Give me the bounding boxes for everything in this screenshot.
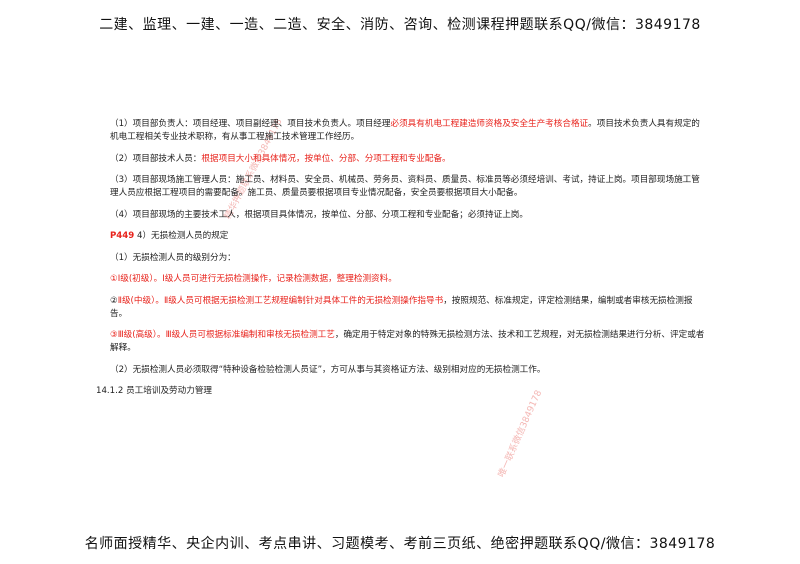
paragraph-project-leader: （1）项目部负责人：项目经理、项目副经理、项目技术负责人。项目经理必须具有机电工… — [110, 119, 700, 142]
paragraph-site-management: （3）项目部现场施工管理人员：施工员、材料员、安全员、机械员、劳务员、资料员、质… — [110, 175, 700, 198]
paragraph-level-3: ③Ⅲ级(高级）。Ⅲ级人员可根据标准编制和审核无损检测工艺，确定用于特定对象的特殊… — [110, 330, 705, 353]
highlight: ③Ⅲ级(高级）。Ⅲ级人员可根据标准编制和审核无损检测工艺 — [110, 330, 335, 340]
paragraph-technical-staff: （2）项目部技术人员：根据项目大小和具体情况，按单位、分部、分项工程和专业配备。 — [110, 153, 451, 164]
paragraph-ndt-certificate: （2）无损检测人员必须取得“特种设备检验检测人员证”，方可从事与其资格证方法、级… — [110, 364, 546, 375]
highlight: ①Ⅰ级(初级）。Ⅰ级人员可进行无损检测操作，记录检测数据，整理检测资料。 — [110, 274, 397, 284]
highlight: 必须具有机电工程建造师资格及安全生产考核合格证 — [390, 119, 589, 129]
document-body: （1）项目部负责人：项目经理、项目副经理、项目技术负责人。项目经理必须具有机电工… — [96, 118, 708, 407]
paragraph-level-2: ②Ⅱ级(中级）。Ⅱ级人员可根据无损检测工艺规程编制针对具体工件的无损检测操作指导… — [110, 295, 693, 319]
header-banner: 二建、监理、一建、一造、二造、安全、消防、咨询、检测课程押题联系QQ/微信：38… — [99, 17, 701, 33]
page-reference: P449 — [110, 231, 135, 241]
paragraph-level-1: ①Ⅰ级(初级）。Ⅰ级人员可进行无损检测操作，记录检测数据，整理检测资料。 — [96, 273, 708, 286]
paragraph-ndt-levels: （1）无损检测人员的级别分为： — [110, 252, 236, 263]
highlight: 根据项目大小和具体情况，按单位、分部、分项工程和专业配备。 — [201, 153, 451, 164]
footer-banner: 名师面授精华、央企内训、考点串讲、习题模考、考前三页纸、绝密押题联系QQ/微信：… — [84, 536, 716, 552]
section-heading: 14.1.2 员工培训及劳动力管理 — [96, 386, 213, 396]
paragraph-technical-workers: （4）项目部现场的主要技术工人，根据项目具体情况，按单位、分部、分项工程和专业配… — [110, 209, 528, 220]
highlight: Ⅱ级(中级）。Ⅱ级人员可根据无损检测工艺规程编制针对具体工件的无损检测操作指导书 — [117, 295, 444, 306]
paragraph-ndt-heading: P449 4）无损检测人员的规定 — [110, 231, 229, 241]
